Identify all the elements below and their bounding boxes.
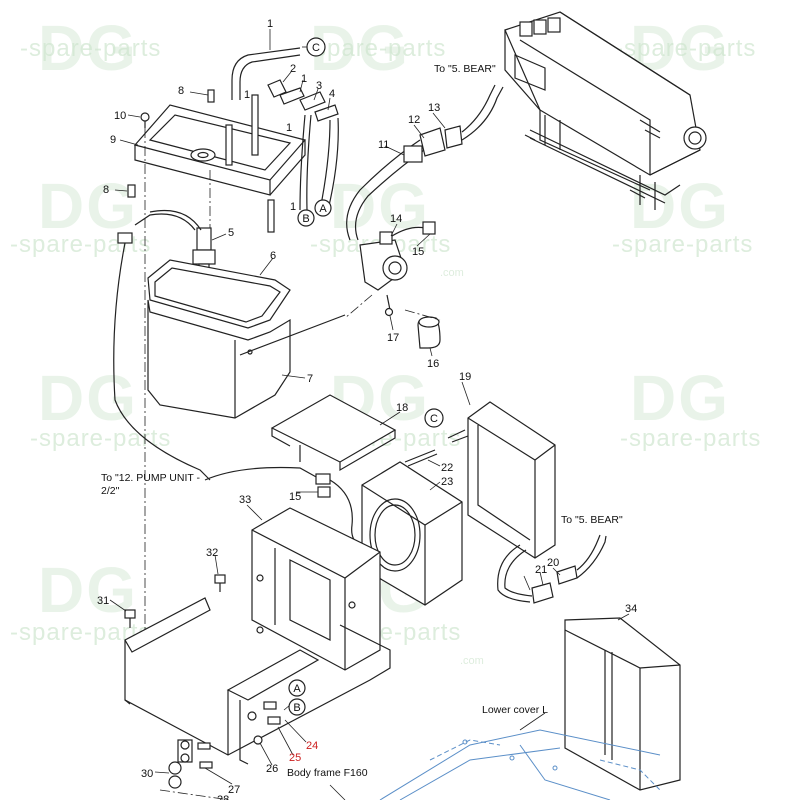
callout-label: 30 bbox=[141, 768, 153, 780]
connector-c: C bbox=[430, 413, 438, 425]
callout-label: 10 bbox=[114, 110, 126, 122]
watermark-tagline: -spare-parts bbox=[615, 35, 756, 62]
frame-bracket-33 bbox=[251, 507, 381, 671]
radiator-19 bbox=[447, 401, 607, 604]
callout-label: 18 bbox=[396, 402, 408, 414]
watermark-domain: .com bbox=[460, 655, 484, 667]
note-to-pump-unit: To "12. PUMP UNIT - bbox=[101, 472, 201, 484]
callout-label: 16 bbox=[427, 358, 439, 370]
callout-label: 13 bbox=[428, 102, 440, 114]
note-to-bear-top: To "5. BEAR" bbox=[434, 63, 496, 75]
note-to-bear-right: To "5. BEAR" bbox=[561, 514, 623, 526]
lower-cover-34 bbox=[564, 617, 681, 791]
callout-label: 4 bbox=[329, 88, 335, 100]
callout-label: 9 bbox=[110, 134, 116, 146]
callout-label: 2 bbox=[290, 63, 296, 75]
mounting-plate-18 bbox=[270, 394, 397, 472]
callout-label: 34 bbox=[625, 603, 637, 615]
watermark-logo: DG bbox=[38, 170, 138, 242]
callout-label: 1 bbox=[290, 201, 296, 213]
body-frame-outline bbox=[379, 729, 661, 801]
connector-b: B bbox=[293, 702, 300, 714]
callout-label: 22 bbox=[441, 462, 453, 474]
connector-b: B bbox=[302, 213, 309, 225]
callout-label-highlighted: 24 bbox=[306, 740, 318, 752]
callout-label: 14 bbox=[390, 213, 402, 225]
pump-assembly bbox=[344, 84, 504, 349]
callout-label-partial: 28 bbox=[217, 794, 229, 800]
watermark-logo: DG bbox=[330, 170, 430, 242]
callout-label: 21 bbox=[535, 564, 547, 576]
callout-label: 12 bbox=[408, 114, 420, 126]
connector-a: A bbox=[293, 683, 301, 695]
tubing-top bbox=[231, 47, 339, 211]
ink-tank bbox=[147, 259, 346, 419]
note-lower-cover: Lower cover L bbox=[482, 704, 548, 716]
tray-assembly bbox=[127, 89, 307, 640]
callout-label: 1 bbox=[267, 18, 273, 30]
callout-label: 26 bbox=[266, 763, 278, 775]
callout-label: 1 bbox=[244, 89, 250, 101]
watermark-domain: .com bbox=[440, 267, 464, 279]
diagram-notes: To "5. BEAR" To "5. BEAR" To "12. PUMP U… bbox=[101, 63, 623, 779]
callout-label: 15 bbox=[412, 246, 424, 258]
callout-label: 23 bbox=[441, 476, 453, 488]
watermark-logo: DG bbox=[38, 362, 138, 434]
note-body-frame: Body frame F160 bbox=[287, 767, 368, 779]
fan-assembly bbox=[361, 449, 463, 606]
level-sensor bbox=[113, 209, 216, 481]
watermark-tagline: -spare-parts bbox=[620, 425, 761, 452]
callout-label: 1 bbox=[286, 122, 292, 134]
watermark-logo: DG bbox=[38, 554, 138, 626]
base-plate bbox=[124, 574, 391, 801]
callout-label: 33 bbox=[239, 494, 251, 506]
watermark-tagline: -spare-parts bbox=[305, 35, 446, 62]
printer-illustration bbox=[504, 11, 707, 210]
callout-label: 31 bbox=[97, 595, 109, 607]
leader-lines bbox=[109, 29, 630, 801]
watermark-logo: DG bbox=[630, 362, 730, 434]
watermark-logo: DG bbox=[310, 12, 410, 84]
callout-label: 7 bbox=[307, 373, 313, 385]
callout-label: 15 bbox=[289, 491, 301, 503]
note-to-pump-unit-2: 2/2" bbox=[101, 485, 120, 497]
callout-label: 8 bbox=[178, 85, 184, 97]
callout-label: 5 bbox=[228, 227, 234, 239]
connector-markers: C C A A B B bbox=[288, 37, 444, 716]
callout-label-highlighted: 25 bbox=[289, 752, 301, 764]
connector-a: A bbox=[319, 203, 327, 215]
watermark-tagline: -spare-parts bbox=[20, 35, 161, 62]
watermark-logo: DG bbox=[38, 12, 138, 84]
callout-label: 32 bbox=[206, 547, 218, 559]
callout-label: 27 bbox=[228, 784, 240, 796]
callout-label: 8 bbox=[103, 184, 109, 196]
callout-label: 17 bbox=[387, 332, 399, 344]
callout-label: 3 bbox=[316, 80, 322, 92]
watermark-tagline: -spare-parts bbox=[30, 425, 171, 452]
callout-label: 1 bbox=[301, 73, 307, 85]
callout-label: 6 bbox=[270, 250, 276, 262]
callout-label: 11 bbox=[378, 139, 389, 151]
connector-c: C bbox=[312, 42, 320, 54]
watermark-logo: DG bbox=[630, 170, 730, 242]
callout-label: 20 bbox=[547, 557, 559, 569]
callout-label: 19 bbox=[459, 371, 471, 383]
watermark-tagline: -spare-parts bbox=[612, 231, 753, 258]
